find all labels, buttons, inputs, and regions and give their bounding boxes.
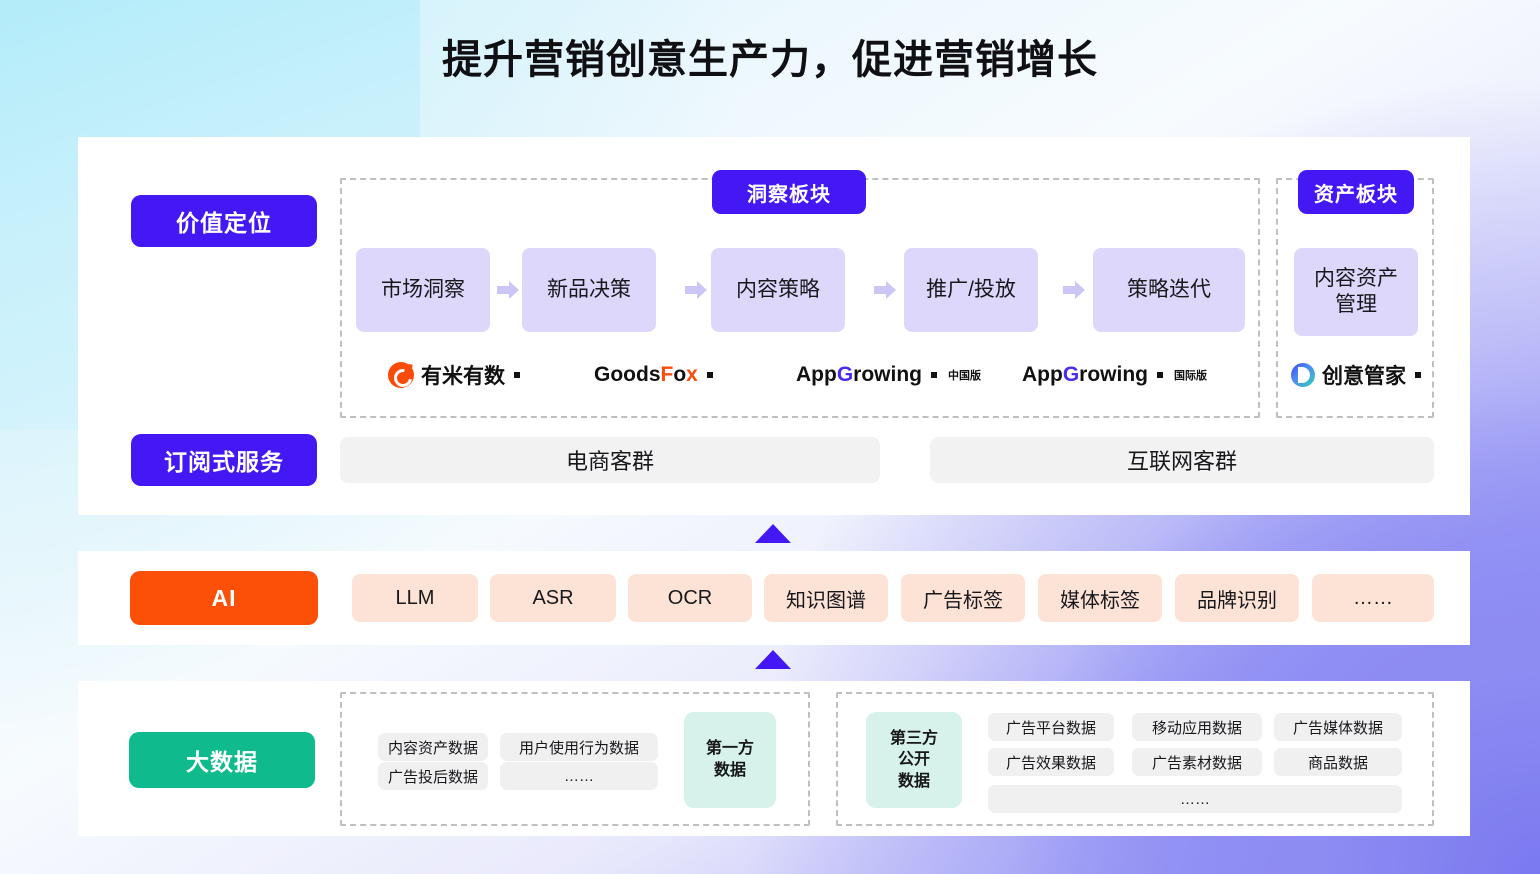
ai-tag-ad-label[interactable]: 广告标签 xyxy=(901,574,1025,622)
asset-step-line2: 管理 xyxy=(1335,293,1377,316)
segment-ecommerce[interactable]: 电商客群 xyxy=(340,437,880,483)
first-party-item-user-behavior[interactable]: 用户使用行为数据 xyxy=(500,733,658,761)
first-party-data-label: 第一方 数据 xyxy=(684,712,776,808)
chuangyi-guanjia-logo-icon xyxy=(1291,363,1315,387)
trademark-mark-icon xyxy=(514,372,520,378)
asset-step-line1: 内容资产 xyxy=(1314,266,1398,290)
goodsfox-logo-icon: GoodsFox xyxy=(594,363,698,386)
ai-tag-ocr[interactable]: OCR xyxy=(628,574,752,622)
first-party-line1: 第一方 xyxy=(705,740,754,758)
arrow-right-icon xyxy=(874,281,896,299)
badge-big-data[interactable]: 大数据 xyxy=(129,732,315,788)
youmi-logo-icon xyxy=(388,362,414,388)
trademark-mark-icon xyxy=(931,372,937,378)
third-party-item-ad-creative[interactable]: 广告素材数据 xyxy=(1132,748,1262,776)
first-party-item-post-ad[interactable]: 广告投后数据 xyxy=(378,762,488,790)
brand-suffix: 中国版 xyxy=(948,370,981,382)
brand-youmi-youshu: 有米有数 xyxy=(388,360,520,390)
flow-step-promotion-delivery[interactable]: 推广/投放 xyxy=(904,248,1038,332)
badge-subscription-service[interactable]: 订阅式服务 xyxy=(131,434,317,486)
first-party-data-container xyxy=(340,692,810,826)
flow-step-content-strategy[interactable]: 内容策略 xyxy=(711,248,845,332)
brand-suffix: 国际版 xyxy=(1174,370,1207,382)
flow-step-strategy-iteration[interactable]: 策略迭代 xyxy=(1093,248,1245,332)
arrow-right-icon xyxy=(685,281,707,299)
ai-tag-media-label[interactable]: 媒体标签 xyxy=(1038,574,1162,622)
first-party-item-content-asset[interactable]: 内容资产数据 xyxy=(378,733,488,761)
third-party-item-product[interactable]: 商品数据 xyxy=(1274,748,1402,776)
third-party-item-ad-platform[interactable]: 广告平台数据 xyxy=(988,713,1114,741)
third-party-line3: 数据 xyxy=(897,772,930,790)
page-title: 提升营销创意生产力，促进营销增长 xyxy=(442,38,1098,82)
appgrowing-logo-icon: AppGrowing xyxy=(1022,363,1148,386)
brand-goodsfox: GoodsFox xyxy=(594,360,713,390)
third-party-line2: 公开 xyxy=(897,751,930,769)
third-party-item-mobile-app[interactable]: 移动应用数据 xyxy=(1132,713,1262,741)
first-party-line2: 数据 xyxy=(713,762,746,779)
triangle-up-icon xyxy=(755,524,791,543)
trademark-mark-icon xyxy=(1415,372,1421,378)
badge-value-positioning[interactable]: 价值定位 xyxy=(131,195,317,247)
ai-tag-knowledge-graph[interactable]: 知识图谱 xyxy=(764,574,888,622)
third-party-data-label: 第三方 公开 数据 xyxy=(866,712,962,808)
ai-tag-more[interactable]: …… xyxy=(1312,574,1434,622)
arrow-right-icon xyxy=(1063,281,1085,299)
brand-name: 有米有数 xyxy=(421,365,505,388)
brand-chuangyi-guanjia: 创意管家 xyxy=(1291,360,1421,390)
section-tag-insight[interactable]: 洞察板块 xyxy=(712,170,866,214)
triangle-up-icon xyxy=(755,650,791,669)
ai-tag-llm[interactable]: LLM xyxy=(352,574,478,622)
flow-step-new-product-decision[interactable]: 新品决策 xyxy=(522,248,656,332)
third-party-item-ad-effect[interactable]: 广告效果数据 xyxy=(988,748,1114,776)
flow-step-content-asset-management[interactable]: 内容资产 管理 xyxy=(1294,248,1418,336)
flow-step-market-insight[interactable]: 市场洞察 xyxy=(356,248,490,332)
ai-tag-asr[interactable]: ASR xyxy=(490,574,616,622)
first-party-item-more[interactable]: …… xyxy=(500,762,658,790)
third-party-item-ad-media[interactable]: 广告媒体数据 xyxy=(1274,713,1402,741)
section-tag-asset[interactable]: 资产板块 xyxy=(1298,170,1414,214)
brand-name: 创意管家 xyxy=(1322,365,1406,388)
segment-internet[interactable]: 互联网客群 xyxy=(930,437,1434,483)
trademark-mark-icon xyxy=(706,372,713,378)
brand-appgrowing-intl: AppGrowing 国际版 xyxy=(1022,360,1207,390)
trademark-mark-icon xyxy=(1157,372,1163,378)
third-party-item-more[interactable]: …… xyxy=(988,785,1402,813)
brand-appgrowing-cn: AppGrowing 中国版 xyxy=(796,360,981,390)
third-party-data-container xyxy=(836,692,1434,826)
badge-ai[interactable]: AI xyxy=(130,571,318,625)
appgrowing-logo-icon: AppGrowing xyxy=(796,363,922,386)
arrow-right-icon xyxy=(497,281,519,299)
third-party-line1: 第三方 xyxy=(889,729,938,747)
ai-tag-brand-recognition[interactable]: 品牌识别 xyxy=(1175,574,1299,622)
